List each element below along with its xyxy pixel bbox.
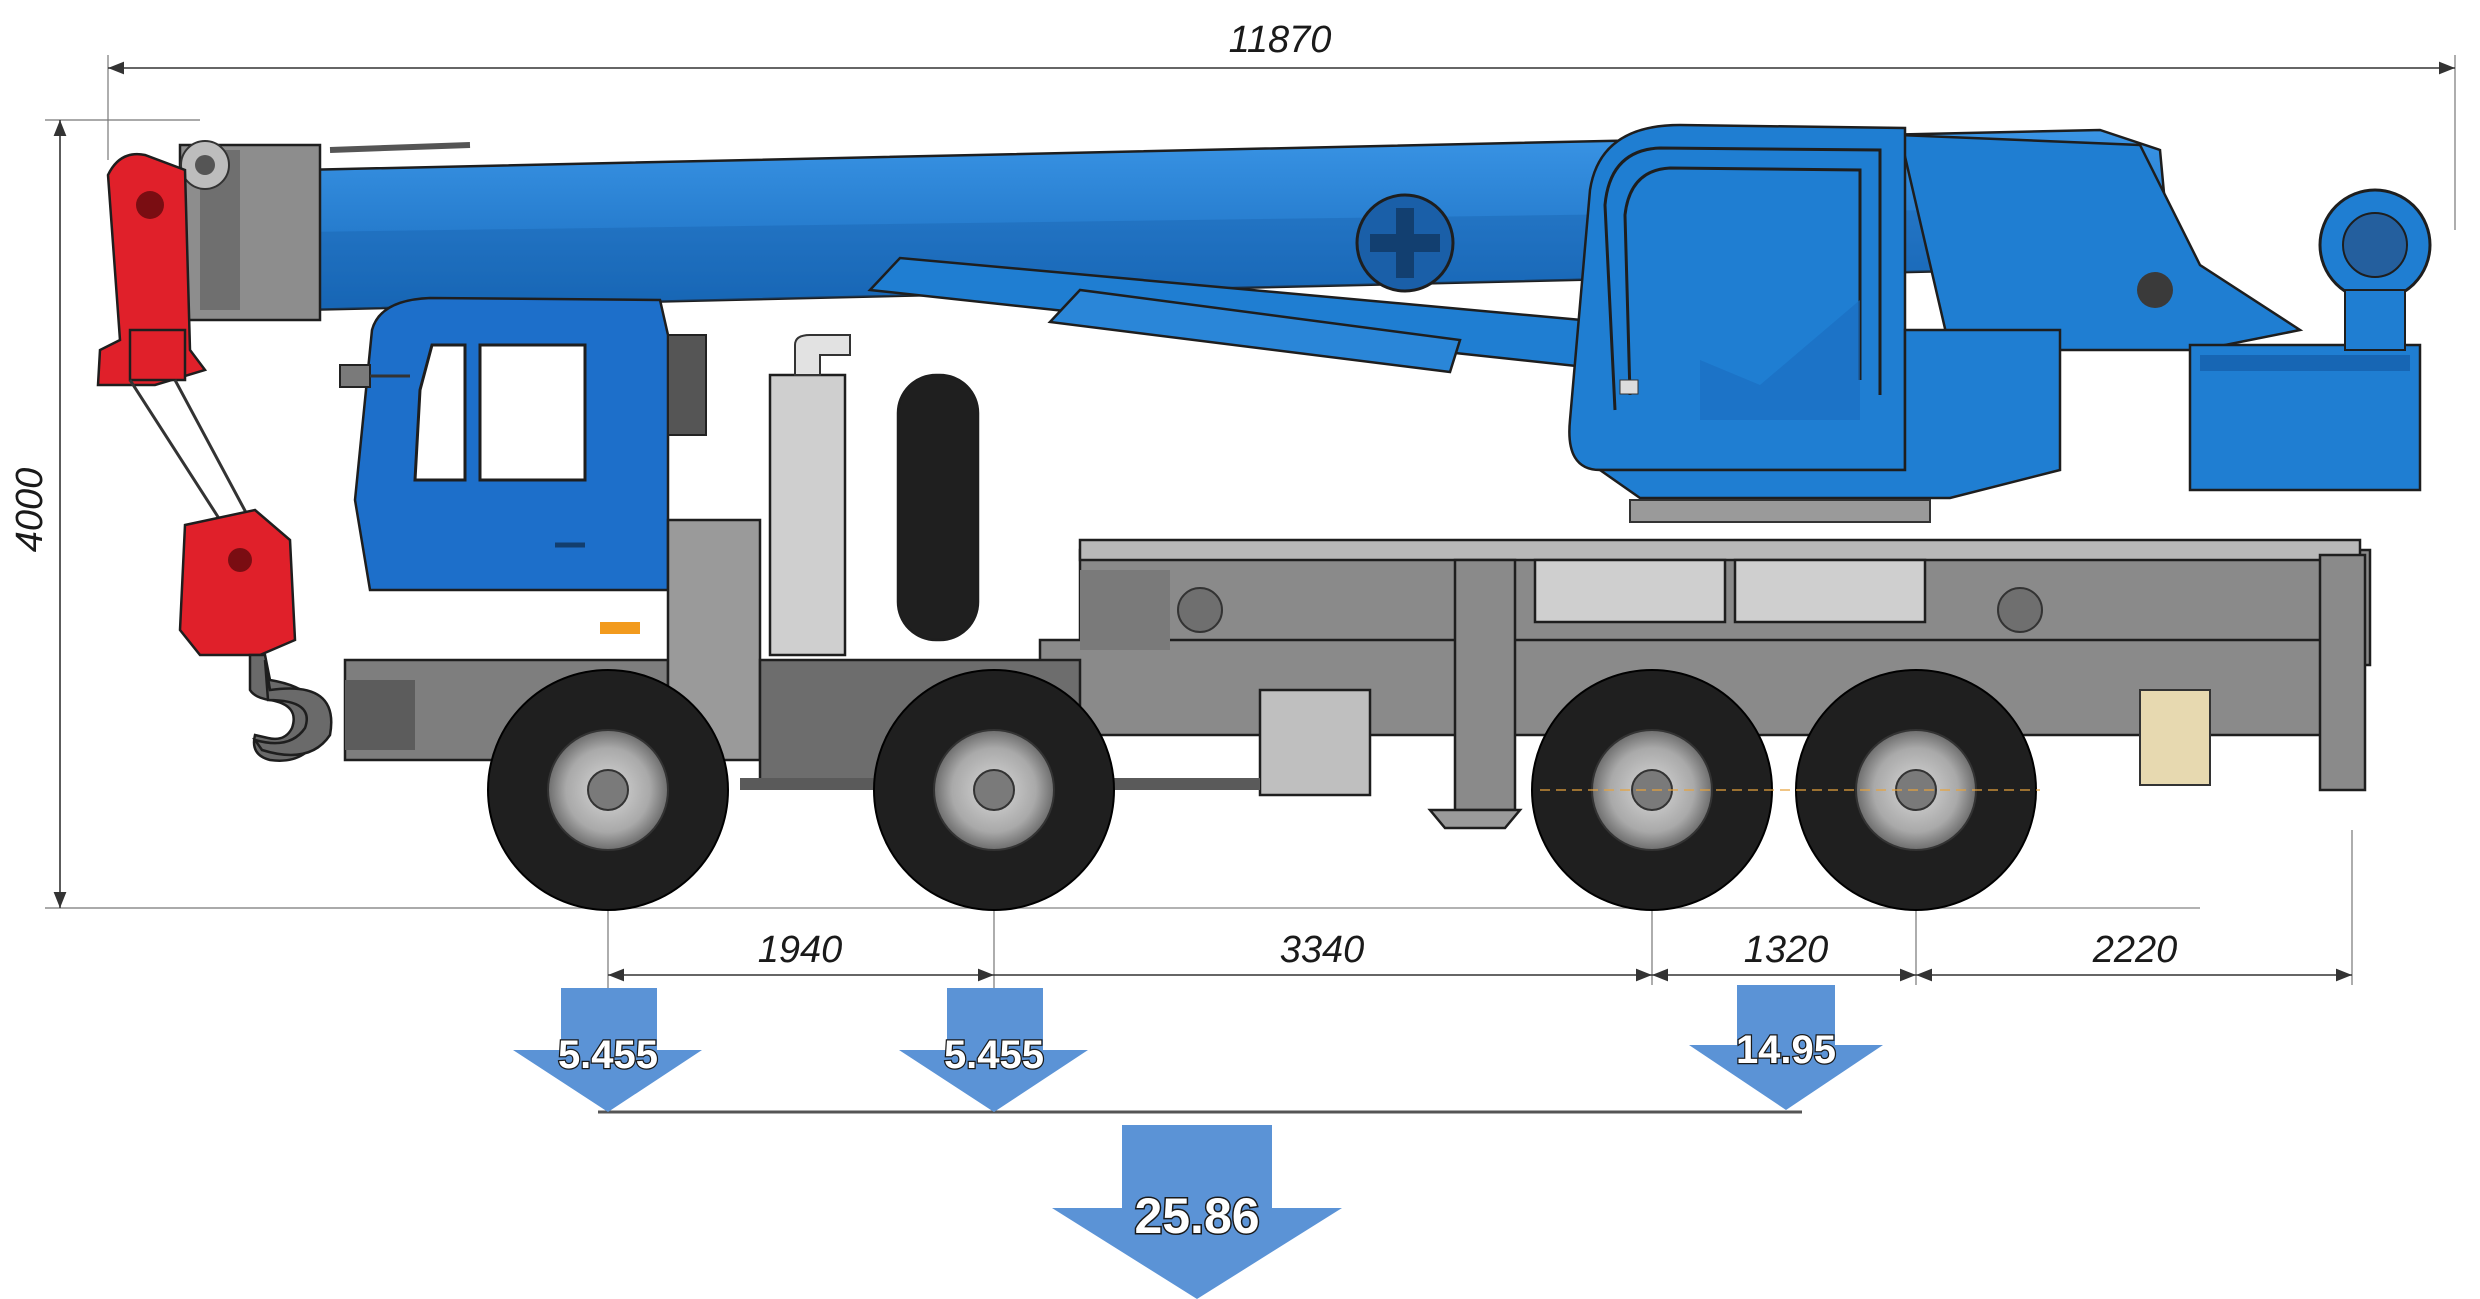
total-load-value: 25.86	[1134, 1188, 1259, 1244]
height-dimension: 4000	[9, 119, 520, 909]
total-load: 25.86	[1052, 1125, 1342, 1299]
down-arrow-icon	[513, 988, 702, 1112]
axle-spacing-2-label: 3340	[1280, 929, 1365, 971]
front-axle-2-wheel	[873, 669, 1115, 911]
axle-spacing-1-label: 1940	[758, 929, 843, 971]
front-axle-1-wheel	[487, 669, 729, 911]
axle-2-load-value: 5.455	[944, 1033, 1044, 1077]
axle-2-load: 5.455	[899, 988, 1088, 1112]
overall-length-label: 11870	[1229, 19, 1332, 61]
down-arrow-icon	[1052, 1125, 1342, 1299]
axle-1-load-value: 5.455	[558, 1033, 658, 1077]
overall-length-dimension: 11870	[107, 19, 2456, 230]
down-arrow-icon	[1689, 985, 1883, 1110]
axle-load-arrows: 5.455 5.455 14.95 25.86	[513, 985, 1883, 1299]
axle-spacing-3-label: 1320	[1744, 929, 1829, 971]
height-label: 4000	[9, 468, 51, 553]
down-arrow-icon	[899, 988, 1088, 1112]
axle-1-load: 5.455	[513, 988, 702, 1112]
rear-bogie-load-value: 14.95	[1736, 1028, 1836, 1072]
operator-cab	[1568, 123, 2432, 523]
hook-block	[96, 152, 333, 762]
rear-bogie-load: 14.95	[1689, 985, 1883, 1110]
rear-overhang-label: 2220	[2092, 929, 2178, 971]
